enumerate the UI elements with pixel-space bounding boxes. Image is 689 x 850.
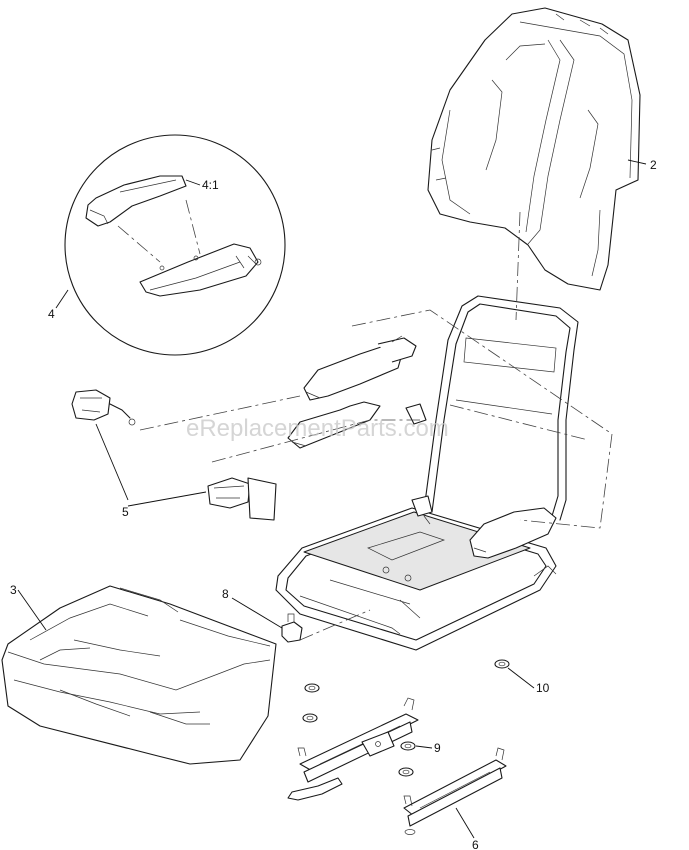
seat-frame[interactable] bbox=[275, 295, 579, 651]
callout-4-1: 4:1 bbox=[202, 178, 219, 192]
washer-part[interactable] bbox=[494, 659, 510, 669]
armrest-pad-lower[interactable] bbox=[287, 401, 381, 449]
detail-view-circle bbox=[64, 134, 286, 356]
callout-4: 4 bbox=[48, 307, 55, 321]
seat-bottom-cushion[interactable] bbox=[1, 585, 277, 765]
callout-2: 2 bbox=[650, 158, 657, 172]
seat-belt-buckle[interactable] bbox=[207, 477, 277, 521]
washers-group[interactable] bbox=[302, 683, 416, 777]
leader-lines bbox=[17, 159, 647, 839]
watermark-text: eReplacementParts.com bbox=[186, 415, 449, 442]
seat-slide-with-lever[interactable] bbox=[287, 697, 419, 801]
seat-switch-part[interactable] bbox=[281, 613, 303, 643]
armrest-pad-detail[interactable] bbox=[85, 175, 187, 227]
seat-slide-right[interactable] bbox=[403, 747, 507, 835]
callout-5: 5 bbox=[122, 505, 129, 519]
callout-3: 3 bbox=[10, 583, 17, 597]
armrest-bracket-detail[interactable] bbox=[139, 243, 262, 297]
callout-9: 9 bbox=[434, 741, 441, 755]
callout-6: 6 bbox=[472, 838, 479, 850]
callout-10: 10 bbox=[536, 681, 550, 695]
armrest-pad-upper[interactable] bbox=[303, 335, 417, 401]
callout-8: 8 bbox=[222, 587, 229, 601]
seat-back-cushion[interactable] bbox=[427, 7, 641, 291]
seat-switch-connector[interactable] bbox=[71, 389, 136, 426]
armrest-pad-right[interactable] bbox=[469, 507, 557, 559]
